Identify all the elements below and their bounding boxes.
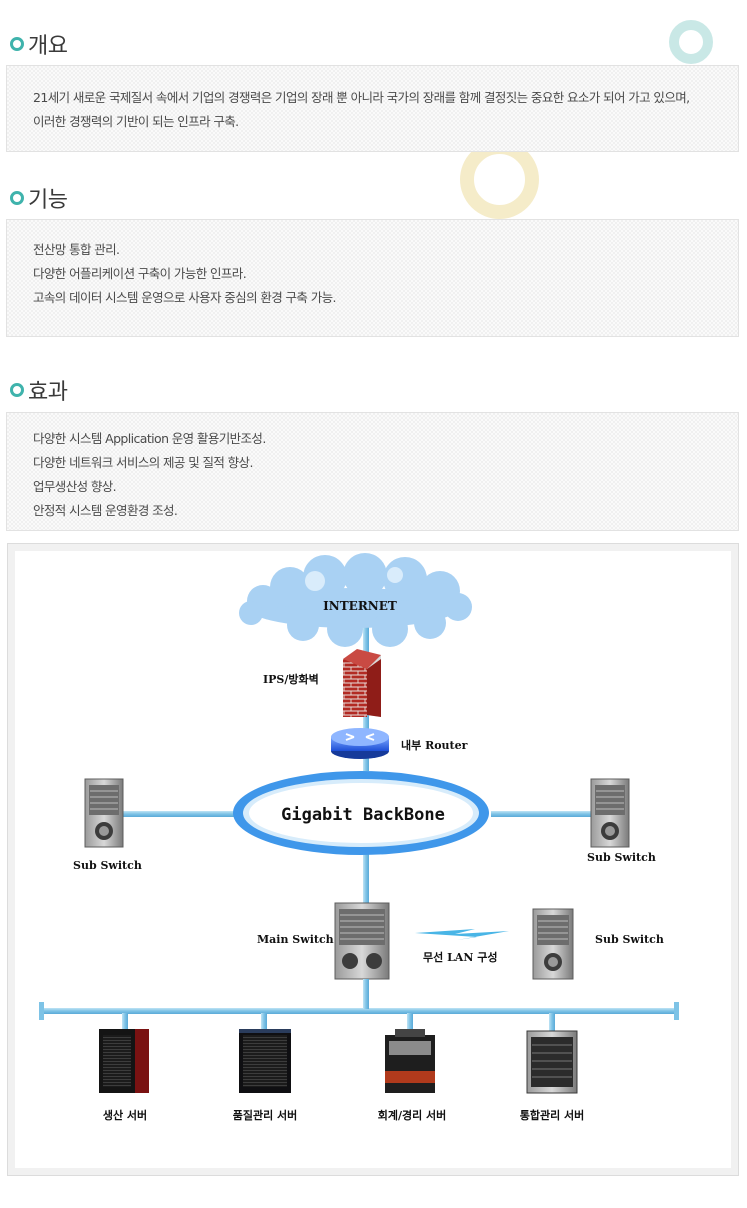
server-label-accounting: 회계/경리 서버 bbox=[378, 1108, 447, 1122]
circle-bullet-icon bbox=[10, 191, 24, 205]
sub-switch-left-icon bbox=[84, 778, 124, 848]
wireless-label: 무선 LAN 구성 bbox=[423, 950, 497, 964]
backbone-label: Gigabit BackBone bbox=[281, 805, 445, 825]
features-line: 다양한 어플리케이션 구축이 가능한 인프라. bbox=[33, 266, 247, 281]
quality-server-icon bbox=[239, 1029, 291, 1093]
effects-title: 효과 bbox=[28, 380, 68, 405]
sub-switch-right-bottom-label: Sub Switch bbox=[595, 933, 664, 946]
link-backbone-subswitch-left bbox=[123, 811, 241, 817]
overview-line: 이러한 경쟁력의 기반이 되는 인프라 구축. bbox=[33, 114, 239, 129]
firewall-label: IPS/방화벽 bbox=[263, 672, 319, 686]
link-backbone-subswitch-right bbox=[491, 811, 591, 817]
server-label-integrated: 통합관리 서버 bbox=[520, 1108, 585, 1122]
server-bus bbox=[39, 1008, 679, 1014]
router-icon bbox=[331, 728, 389, 759]
production-server-icon bbox=[99, 1029, 149, 1093]
server-label-production: 생산 서버 bbox=[103, 1108, 147, 1122]
wireless-lightning-icon bbox=[415, 929, 509, 940]
network-diagram: INTERNET IPS/방화벽 내부 Router bbox=[15, 551, 731, 1168]
link-mainswitch-bus bbox=[363, 979, 369, 1009]
main-switch-label: Main Switch bbox=[257, 933, 334, 946]
effects-line: 다양한 네트워크 서비스의 제공 및 질적 향상. bbox=[33, 455, 253, 470]
router-label: 내부 Router bbox=[401, 738, 468, 752]
features-line: 전산망 통합 관리. bbox=[33, 242, 120, 257]
overview-line: 21세기 새로운 국제질서 속에서 기업의 경쟁력은 기업의 장래 뿐 아니라 … bbox=[33, 90, 690, 105]
effects-line: 업무생산성 향상. bbox=[33, 479, 117, 494]
circle-bullet-icon bbox=[10, 383, 24, 397]
link-bus-server bbox=[261, 1013, 267, 1031]
features-line: 고속의 데이터 시스템 운영으로 사용자 중심의 환경 구축 가능. bbox=[33, 290, 336, 305]
section-title-features: 기능 bbox=[10, 183, 68, 213]
firewall-icon bbox=[343, 649, 381, 717]
overview-box: 21세기 새로운 국제질서 속에서 기업의 경쟁력은 기업의 장래 뿐 아니라 … bbox=[6, 65, 739, 152]
circle-bullet-icon bbox=[10, 37, 24, 51]
internet-cloud: INTERNET bbox=[239, 553, 472, 647]
network-diagram-frame: INTERNET IPS/방화벽 내부 Router bbox=[7, 543, 739, 1176]
sub-switch-right-top-icon bbox=[590, 778, 630, 848]
server-bus-cap-left bbox=[39, 1002, 44, 1020]
sub-switch-right-bottom-icon bbox=[532, 908, 574, 980]
overview-title: 개요 bbox=[28, 34, 68, 59]
effects-box: 다양한 시스템 Application 운영 활용기반조성. 다양한 네트워크 … bbox=[6, 412, 739, 531]
server-bus-cap-right bbox=[674, 1002, 679, 1020]
effects-line: 안정적 시스템 운영환경 조성. bbox=[33, 503, 178, 518]
effects-line: 다양한 시스템 Application 운영 활용기반조성. bbox=[33, 431, 266, 446]
link-bus-server bbox=[407, 1013, 413, 1031]
network-diagram-svg: INTERNET IPS/방화벽 내부 Router bbox=[39, 553, 679, 1122]
link-bus-server bbox=[122, 1013, 128, 1031]
server-label-quality: 품질관리 서버 bbox=[233, 1108, 298, 1122]
sub-switch-left-label: Sub Switch bbox=[73, 859, 142, 872]
features-box: 전산망 통합 관리. 다양한 어플리케이션 구축이 가능한 인프라. 고속의 데… bbox=[6, 219, 739, 337]
sub-switch-right-top-label: Sub Switch bbox=[587, 851, 656, 864]
features-title: 기능 bbox=[28, 188, 68, 213]
backbone-ring: Gigabit BackBone bbox=[233, 771, 489, 855]
section-title-overview: 개요 bbox=[10, 29, 68, 59]
main-switch-icon bbox=[334, 902, 390, 980]
accounting-server-icon bbox=[385, 1029, 435, 1093]
internet-label: INTERNET bbox=[323, 599, 397, 613]
section-title-effects: 효과 bbox=[10, 375, 68, 405]
integrated-server-icon bbox=[526, 1030, 578, 1094]
link-bus-server bbox=[549, 1013, 555, 1031]
decorative-ring-teal bbox=[669, 20, 713, 64]
